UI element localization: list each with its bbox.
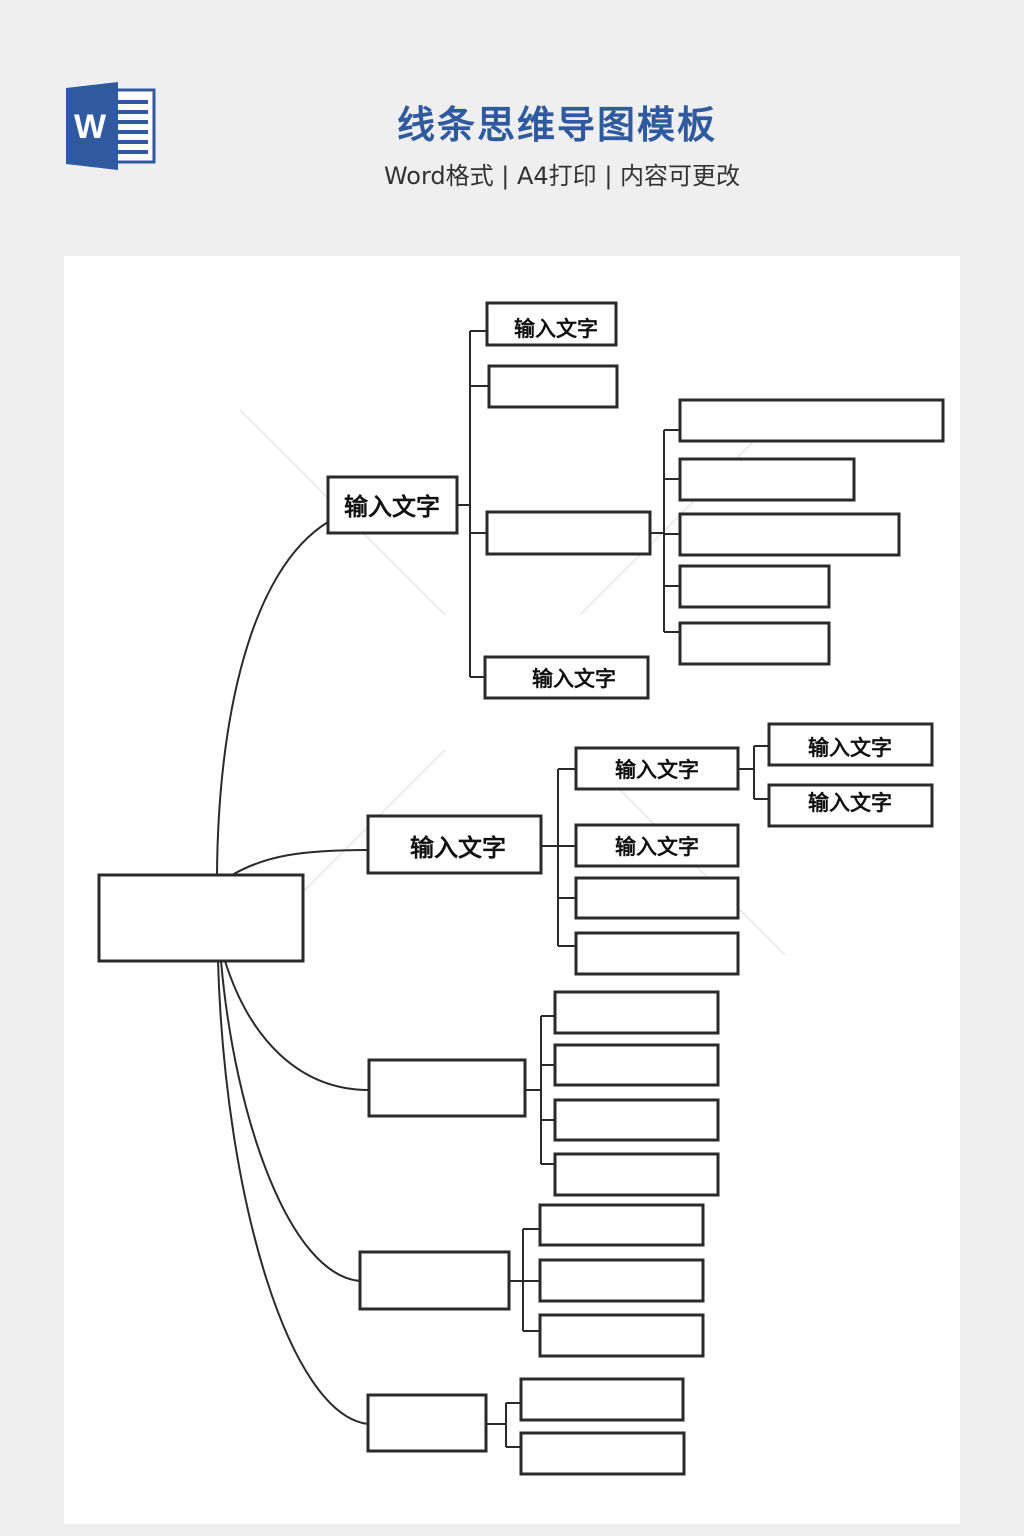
leaf-node[interactable]	[538, 1203, 705, 1247]
leaf-node[interactable]	[538, 1258, 705, 1303]
branch-a-child-1[interactable]	[485, 301, 618, 347]
branch-b-child-1[interactable]	[574, 746, 740, 791]
leaf-node[interactable]	[553, 990, 720, 1035]
connector-d	[220, 960, 361, 1282]
branch-b-node[interactable]	[366, 814, 543, 875]
branch-b-child-4[interactable]	[574, 931, 740, 976]
connector-b	[231, 849, 369, 876]
branch-e-node[interactable]	[366, 1393, 488, 1453]
leaf-node[interactable]	[553, 1152, 720, 1197]
branch-b-child-2[interactable]	[574, 823, 740, 868]
connector-a	[216, 521, 329, 876]
leaf-node[interactable]	[678, 564, 831, 609]
branch-b-child-1-label: 输入文字	[615, 758, 699, 782]
branch-d-node[interactable]	[358, 1250, 511, 1311]
branch-c-node[interactable]	[367, 1058, 527, 1118]
leaf-node[interactable]	[678, 457, 856, 502]
leaf-node[interactable]	[538, 1313, 705, 1358]
branch-b-child-3[interactable]	[574, 876, 740, 920]
branch-a-child-4-label: 输入文字	[532, 667, 616, 691]
leaf-node[interactable]	[519, 1377, 685, 1422]
branch-a-label: 输入文字	[344, 493, 440, 521]
page-title: 线条思维导图模板	[396, 103, 717, 147]
branch-a-child-1-label: 输入文字	[514, 317, 598, 341]
branch-b-grandchild-1[interactable]	[767, 722, 934, 767]
leaf-node[interactable]	[553, 1098, 720, 1142]
connector-c	[224, 960, 370, 1091]
leaf-node[interactable]	[519, 1431, 686, 1476]
leaf-node[interactable]	[678, 621, 831, 666]
branch-b-label: 输入文字	[410, 834, 506, 862]
branch-b-grandchild-2-label: 输入文字	[808, 791, 892, 815]
page-subtitle: Word格式 | A4打印 | 内容可更改	[383, 162, 741, 190]
connector-e	[217, 960, 369, 1425]
leaf-node[interactable]	[678, 512, 901, 557]
leaf-node[interactable]	[678, 398, 945, 443]
branch-b-grandchild-2[interactable]	[767, 783, 934, 828]
branch-b-child-2-label: 输入文字	[615, 835, 699, 859]
word-logo-icon: W	[64, 82, 156, 170]
branch-a-child-4[interactable]	[483, 655, 650, 700]
leaf-node[interactable]	[553, 1043, 720, 1087]
branch-b-grandchild-1-label: 输入文字	[808, 736, 892, 760]
svg-text:W: W	[74, 108, 107, 146]
branch-a-node[interactable]	[326, 475, 459, 535]
branch-a-child-2[interactable]	[487, 364, 619, 409]
root-node[interactable]	[97, 873, 305, 963]
branch-a-child-3[interactable]	[485, 510, 652, 556]
